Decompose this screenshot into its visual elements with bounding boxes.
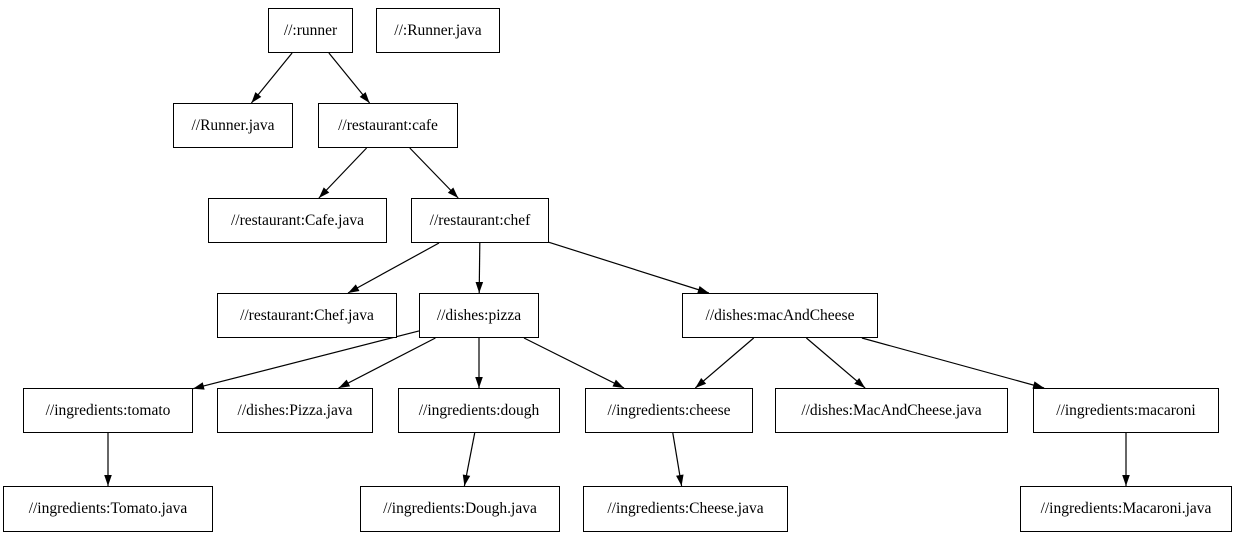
graph-node-mac-and-cheese: //dishes:macAndCheese [682, 293, 878, 338]
graph-node-cheese-java: //ingredients:Cheese.java [583, 486, 788, 532]
graph-node-cafe-java: //restaurant:Cafe.java [208, 198, 387, 243]
edge-mac-and-cheese-to-macaroni [861, 337, 1045, 389]
edge-pizza-to-pizza-java [338, 337, 436, 389]
graph-node-tomato-java: //ingredients:Tomato.java [3, 486, 213, 532]
edge-chef-to-chef-java [347, 242, 440, 294]
graph-node-chef-java: //restaurant:Chef.java [217, 293, 397, 338]
graph-node-tomato: //ingredients:tomato [23, 388, 193, 433]
edge-cafe-to-cafe-java [318, 147, 368, 199]
graph-node-pizza: //dishes:pizza [419, 293, 539, 338]
graph-node-macaroni: //ingredients:macaroni [1033, 388, 1219, 433]
edge-cheese-to-cheese-java [672, 432, 684, 487]
graph-node-pizza-java: //dishes:Pizza.java [217, 388, 373, 433]
edge-dough-to-dough-java [462, 432, 476, 487]
edge-pizza-to-cheese [523, 337, 625, 389]
graph-node-dough-java: //ingredients:Dough.java [360, 486, 560, 532]
graph-node-cafe: //restaurant:cafe [318, 103, 458, 148]
graph-node-runner-java: //Runner.java [173, 103, 293, 148]
edge-pizza-to-tomato [192, 330, 420, 390]
graph-node-cheese: //ingredients:cheese [585, 388, 753, 433]
edge-cafe-to-chef [409, 147, 459, 199]
graph-node-chef: //restaurant:chef [411, 198, 549, 243]
graph-node-runner-java-src: //:Runner.java [376, 8, 500, 53]
edge-runner-to-cafe [328, 52, 371, 104]
graph-node-mac-and-cheese-java: //dishes:MacAndCheese.java [775, 388, 1008, 433]
graph-node-runner: //:runner [268, 8, 353, 53]
edge-chef-to-pizza [475, 242, 484, 294]
edge-chef-to-mac-and-cheese [548, 241, 710, 294]
edge-runner-to-runner-java [250, 52, 293, 104]
edge-mac-and-cheese-to-cheese [694, 337, 755, 389]
edge-mac-and-cheese-to-mac-and-cheese-java [806, 337, 866, 389]
graph-node-dough: //ingredients:dough [398, 388, 560, 433]
graph-node-macaroni-java: //ingredients:Macaroni.java [1020, 486, 1232, 532]
